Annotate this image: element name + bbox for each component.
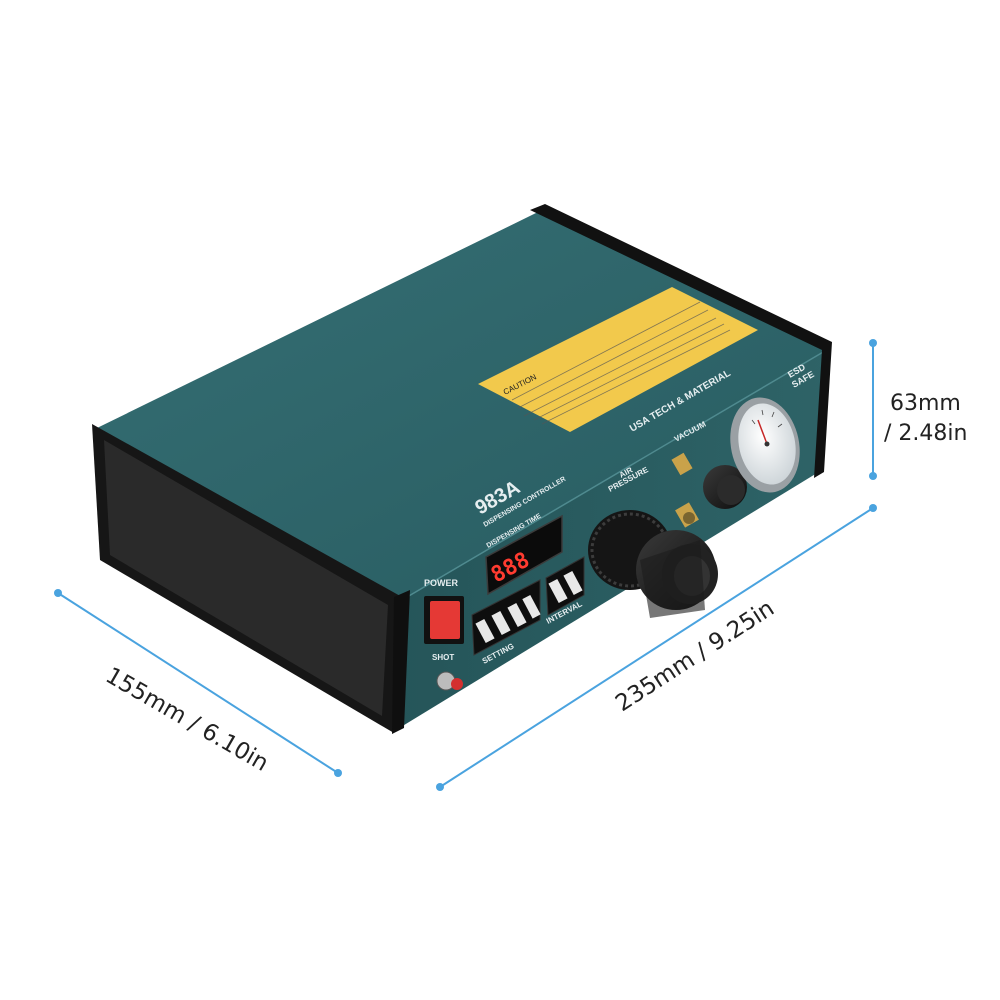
air-pressure-knob[interactable] [588, 510, 718, 618]
pressure-gauge [730, 397, 800, 493]
time-display [485, 514, 563, 596]
interval-thumbwheel[interactable] [545, 556, 585, 616]
length-dimension-label: 235mm / 9.25in [611, 595, 779, 717]
setting-thumbwheel[interactable] [471, 579, 541, 656]
height-dimension-label-in: / 2.48in [884, 421, 967, 446]
brass-fittings [671, 452, 699, 528]
caution-label: CAUTION [478, 287, 758, 432]
dispensing-controller: CAUTION USA TECH & MATERIAL ESD SAFE 983… [92, 204, 832, 734]
width-dim-endpoint [54, 589, 62, 597]
power-button[interactable] [430, 601, 460, 639]
length-dim-endpoint [436, 783, 444, 791]
width-dim-endpoint [334, 769, 342, 777]
power-label: POWER [424, 578, 459, 588]
vacuum-knob[interactable] [703, 465, 747, 509]
length-dim-endpoint [869, 504, 877, 512]
height-dim-endpoint [869, 339, 877, 347]
dimension-lines [54, 339, 877, 791]
shot-button[interactable] [451, 678, 463, 690]
shot-label: SHOT [432, 653, 454, 662]
width-dimension-label: 155mm / 6.10in [101, 663, 273, 777]
width-dimension-line [57, 592, 339, 774]
length-dimension-line [439, 507, 874, 788]
height-dim-endpoint [869, 472, 877, 480]
height-dimension-label-mm: 63mm [890, 391, 961, 416]
